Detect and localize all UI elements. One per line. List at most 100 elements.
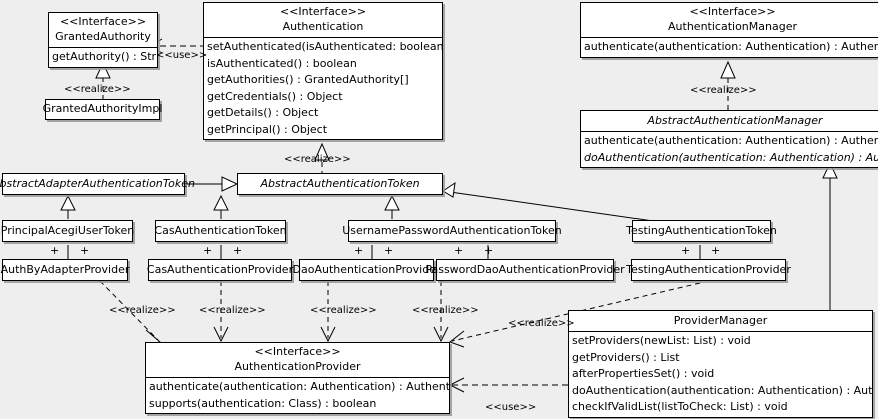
association-marker-plus: + <box>711 244 721 257</box>
class-members-authentication-manager: authenticate(authentication: Authenticat… <box>581 38 878 57</box>
association-marker-plus: + <box>354 244 364 257</box>
class-name-label: ProviderManager <box>673 314 768 327</box>
class-name-label: Authentication <box>282 20 364 33</box>
class-name-label: CasAuthenticationProvider <box>146 262 294 276</box>
class-member: setAuthenticated(isAuthenticated: boolea… <box>207 40 442 53</box>
class-name-label: AuthenticationManager <box>668 20 797 33</box>
stereotype-label: <<Interface>> <box>279 5 367 18</box>
class-box-granted-authority-impl[interactable]: GrantedAuthorityImpl <box>43 99 162 120</box>
class-members-provider-manager: setProviders(newList: List) : void getPr… <box>569 332 872 417</box>
class-name-label: AbstractAuthenticationManager <box>647 114 823 127</box>
class-name-label: PasswordDaoAuthenticationProvider <box>425 262 625 276</box>
class-box-authentication[interactable]: <<Interface>> Authentication setAuthenti… <box>203 2 443 140</box>
class-header-provider-manager: ProviderManager <box>569 311 872 332</box>
class-header-principal-acegi-user-token: PrincipalAcegiUserToken <box>0 222 138 241</box>
class-header-granted-authority-impl: GrantedAuthorityImpl <box>39 100 167 119</box>
class-header-cas-authentication-provider: CasAuthenticationProvider <box>143 261 297 280</box>
class-member: doAuthentication(authentication: Authent… <box>584 150 878 164</box>
connector-label-realize-abstract-authentication-manager: <<realize>> <box>690 85 757 96</box>
class-box-abstract-authentication-token[interactable]: AbstractAuthenticationToken <box>237 173 443 195</box>
class-member: getAuthorities() : GrantedAuthority[] <box>207 73 409 86</box>
class-members-authentication: setAuthenticated(isAuthenticated: boolea… <box>204 38 442 139</box>
class-name-label: AuthenticationProvider <box>234 360 361 373</box>
connector-label-realize-abstract-authentication-token: <<realize>> <box>284 154 351 165</box>
class-member: checkIfValidList(listToCheck: List) : vo… <box>572 400 788 413</box>
class-name-label: CasAuthenticationToken <box>154 223 287 237</box>
class-member: getPrincipal() : Object <box>207 122 328 136</box>
class-header-abstract-authentication-manager: AbstractAuthenticationManager <box>581 111 878 132</box>
connector-label-realize-password-dao-provider: <<realize>> <box>412 305 479 316</box>
class-member: afterPropertiesSet() : void <box>572 367 715 380</box>
class-name-label: GrantedAuthority <box>55 30 151 43</box>
connector-label-realize-granted-authority-impl: <<realize>> <box>64 84 131 95</box>
class-member: authenticate(authentication: Authenticat… <box>149 380 449 393</box>
connector-label-realize-auth-by-adapter: <<realize>> <box>109 305 176 316</box>
class-box-username-password-authentication-token[interactable]: UsernamePasswordAuthenticationToken <box>342 220 562 242</box>
class-box-abstract-authentication-manager[interactable]: AbstractAuthenticationManager authentica… <box>580 110 878 168</box>
class-box-authentication-provider[interactable]: <<Interface>> AuthenticationProvider aut… <box>145 342 450 414</box>
class-box-principal-acegi-user-token[interactable]: PrincipalAcegiUserToken <box>1 220 134 242</box>
class-box-testing-authentication-provider[interactable]: TestingAuthenticationProvider <box>626 259 791 281</box>
association-marker-plus: + <box>80 244 90 257</box>
stereotype-label: <<Interface>> <box>689 5 776 18</box>
class-box-cas-authentication-token[interactable]: CasAuthenticationToken <box>154 220 287 242</box>
class-name-label: AbstractAdapterAuthenticationToken <box>0 176 195 190</box>
connector-label-realize-dao-provider: <<realize>> <box>310 305 377 316</box>
class-box-granted-authority[interactable]: <<Interface>> GrantedAuthority getAuthor… <box>48 12 158 68</box>
class-name-label: DaoAuthenticationProvider <box>292 262 441 276</box>
class-header-authentication-manager: <<Interface>> AuthenticationManager <box>581 3 878 38</box>
class-box-testing-authentication-token[interactable]: TestingAuthenticationToken <box>626 220 777 242</box>
connector-label-use-provider-manager: <<use>> <box>485 402 537 413</box>
class-member: authenticate(authentication: Authenticat… <box>584 134 878 147</box>
class-header-password-dao-authentication-provider: PasswordDaoAuthenticationProvider <box>421 261 628 280</box>
class-box-auth-by-adapter-provider[interactable]: AuthByAdapterProvider <box>1 259 129 281</box>
class-header-abstract-authentication-token: AbstractAuthenticationToken <box>256 175 423 194</box>
class-box-dao-authentication-provider[interactable]: DaoAuthenticationProvider <box>293 259 441 281</box>
class-header-granted-authority: <<Interface>> GrantedAuthority <box>49 13 157 48</box>
class-header-auth-by-adapter-provider: AuthByAdapterProvider <box>0 261 133 280</box>
class-box-cas-authentication-provider[interactable]: CasAuthenticationProvider <box>147 259 293 281</box>
connector-label-realize-cas-provider: <<realize>> <box>199 305 266 316</box>
stereotype-label: <<Interface>> <box>254 345 341 358</box>
class-members-granted-authority: getAuthority() : String <box>49 48 157 67</box>
class-name-label: TestingAuthenticationProvider <box>626 262 791 276</box>
association-marker-plus: + <box>484 244 494 257</box>
class-header-dao-authentication-provider: DaoAuthenticationProvider <box>289 261 445 280</box>
class-name-label: GrantedAuthorityImpl <box>42 102 163 115</box>
class-member: getDetails() : Object <box>207 106 319 119</box>
connector-label-use-granted-authority: <<use>> <box>156 50 208 61</box>
class-name-label: TestingAuthenticationToken <box>626 223 777 237</box>
class-box-authentication-manager[interactable]: <<Interface>> AuthenticationManager auth… <box>580 2 878 58</box>
stereotype-label: <<Interface>> <box>59 15 147 28</box>
association-marker-plus: + <box>681 244 691 257</box>
class-members-abstract-authentication-manager: authenticate(authentication: Authenticat… <box>581 132 878 167</box>
class-header-username-password-authentication-token: UsernamePasswordAuthenticationToken <box>338 222 566 241</box>
class-header-authentication: <<Interface>> Authentication <box>204 3 442 38</box>
class-header-testing-authentication-token: TestingAuthenticationToken <box>622 222 781 241</box>
connector-label-realize-testing-provider: <<realize>> <box>508 318 575 329</box>
class-name-label: AuthByAdapterProvider <box>0 262 130 276</box>
class-members-authentication-provider: authenticate(authentication: Authenticat… <box>146 378 449 413</box>
class-name-label: UsernamePasswordAuthenticationToken <box>342 223 562 237</box>
class-name-label: PrincipalAcegiUserToken <box>0 223 135 237</box>
class-member: getCredentials() : Object <box>207 89 343 103</box>
association-marker-plus: + <box>384 244 394 257</box>
class-header-testing-authentication-provider: TestingAuthenticationProvider <box>622 261 795 280</box>
class-box-abstract-adapter-authentication-token[interactable]: AbstractAdapterAuthenticationToken <box>0 173 195 195</box>
class-header-cas-authentication-token: CasAuthenticationToken <box>150 222 290 241</box>
class-member: setProviders(newList: List) : void <box>572 334 751 347</box>
association-marker-plus: + <box>50 244 60 257</box>
class-member: getAuthority() : String <box>52 50 157 63</box>
class-member: supports(authentication: Class) : boolea… <box>149 396 377 410</box>
class-box-password-dao-authentication-provider[interactable]: PasswordDaoAuthenticationProvider <box>425 259 625 281</box>
class-member: isAuthenticated() : boolean <box>207 56 357 70</box>
association-marker-plus: + <box>203 244 213 257</box>
class-member: doAuthentication(authentication: Authent… <box>572 383 872 397</box>
class-member: authenticate(authentication: Authenticat… <box>584 40 878 53</box>
class-box-provider-manager[interactable]: ProviderManager setProviders(newList: Li… <box>568 310 873 418</box>
association-marker-plus: + <box>233 244 243 257</box>
class-header-abstract-adapter-authentication-token: AbstractAdapterAuthenticationToken <box>0 175 199 194</box>
association-marker-plus: + <box>454 244 464 257</box>
class-name-label: AbstractAuthenticationToken <box>260 176 420 190</box>
